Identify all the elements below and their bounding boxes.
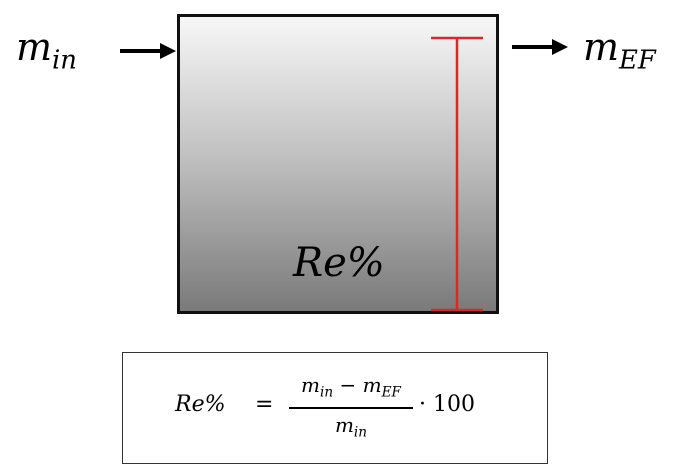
formula-box: Re% = min − mEF min · 100	[122, 352, 548, 464]
numerator-b-sub: EF	[381, 384, 401, 401]
formula-lhs: Re%	[175, 392, 226, 417]
numerator-a-symbol: m	[301, 373, 321, 397]
outflow-arrow-icon	[512, 39, 568, 55]
outflow-label: mEF	[583, 28, 656, 74]
numerator-b-symbol: m	[362, 373, 382, 397]
inflow-subscript: in	[52, 45, 77, 76]
outflow-symbol: m	[583, 25, 620, 69]
formula-numerator: min − mEF	[289, 373, 413, 404]
inflow-arrow-icon	[120, 43, 176, 59]
fraction-bar	[289, 407, 413, 409]
inflow-label: min	[16, 28, 77, 74]
outflow-subscript: EF	[619, 45, 656, 76]
tank-label: Re%	[293, 240, 385, 286]
formula-fraction: min − mEF min	[289, 373, 413, 444]
level-marker-icon	[431, 36, 483, 312]
numerator-a-sub: in	[320, 384, 334, 401]
formula-equals: =	[255, 392, 274, 417]
denominator-symbol: m	[334, 412, 354, 437]
tank: Re%	[177, 14, 499, 314]
inflow-symbol: m	[16, 25, 53, 69]
numerator-minus: −	[339, 373, 357, 397]
denominator-sub: in	[353, 423, 368, 440]
formula-multiplier: · 100	[419, 392, 475, 417]
formula-denominator: min	[289, 413, 413, 444]
